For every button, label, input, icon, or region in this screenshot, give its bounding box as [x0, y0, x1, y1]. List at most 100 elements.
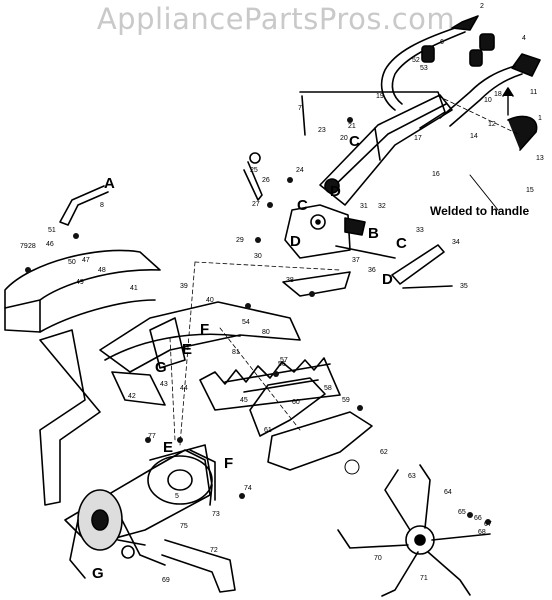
assembly-letter: A	[104, 175, 115, 192]
part-number-label: 49	[76, 279, 84, 286]
part-number-label: 63	[408, 473, 416, 480]
part-number-label: 51	[48, 227, 56, 234]
part-number-label: 38	[286, 277, 294, 284]
part-number-label: 17	[414, 135, 422, 142]
part-number-label: 41	[130, 285, 138, 292]
handlebar-assembly	[299, 15, 541, 151]
part-number-label: 60	[292, 399, 300, 406]
part-number-label: 48	[98, 267, 106, 274]
arrow-head	[502, 87, 514, 97]
assembly-letter: F	[224, 455, 233, 472]
tine-shield	[99, 301, 301, 406]
part-number-label: 12	[488, 121, 496, 128]
part-number-label: 66	[474, 515, 482, 522]
assembly-letter: D	[382, 271, 393, 288]
part-number-label: 11	[530, 89, 537, 96]
lever-rod	[59, 185, 109, 226]
part-number-label: 52	[412, 57, 420, 64]
part-number-label: 16	[432, 171, 440, 178]
part-number-label: 59	[342, 397, 350, 404]
part-number-label: 77	[148, 433, 156, 440]
part-number-label: 4	[522, 35, 526, 42]
assembly-letter: C	[396, 235, 407, 252]
part-number-label: 39	[180, 283, 188, 290]
part-number-label: 35	[460, 283, 468, 290]
part-number-label: 10	[484, 97, 492, 104]
part-number-label: 15	[526, 187, 534, 194]
washer-71	[344, 459, 360, 475]
assembly-letter: D	[330, 183, 341, 200]
part-number-label: 27	[252, 201, 260, 208]
part-number-label: 44	[180, 385, 188, 392]
part-number-label: 30	[254, 253, 262, 260]
depth-bar	[39, 329, 211, 546]
part-number-label: 34	[452, 239, 460, 246]
part-number-label: 31	[360, 203, 368, 210]
part-number-label: 1	[538, 115, 542, 122]
part-number-label: 43	[160, 381, 168, 388]
callout-leader	[469, 174, 499, 211]
part-number-label: 29	[236, 237, 244, 244]
part-number-label: 33	[416, 227, 424, 234]
part-number-label: 79	[20, 243, 28, 250]
part-number-label: 18	[494, 91, 502, 98]
part-number-label: 73	[212, 511, 220, 518]
assembly-letter: E	[182, 341, 192, 358]
part-number-label: 56	[278, 361, 286, 368]
part-number-label: 58	[324, 385, 332, 392]
transmission-housing	[147, 444, 216, 506]
part-number-label: 61	[264, 427, 272, 434]
small-fasteners	[25, 117, 491, 525]
part-number-label: 19	[376, 93, 384, 100]
part-number-label: 37	[352, 257, 360, 264]
part-number-label: 75	[180, 523, 188, 530]
part-number-label: 24	[296, 167, 304, 174]
assembly-letter: F	[200, 321, 209, 338]
assembly-letter: C	[297, 197, 308, 214]
part-numbers: 1245678101112131415161718192021232425262…	[20, 3, 544, 584]
part-number-label: 2	[480, 3, 484, 10]
hitch-rod	[161, 539, 236, 593]
part-number-label: 8	[100, 202, 104, 209]
tine-assembly-left	[69, 489, 166, 579]
part-number-label: 28	[28, 243, 36, 250]
assembly-letter: C	[349, 133, 360, 150]
part-number-label: 57	[280, 357, 288, 364]
assembly-letter: E	[163, 439, 173, 456]
part-number-label: 81	[232, 349, 240, 356]
part-number-label: 23	[318, 127, 326, 134]
part-number-label: 70	[374, 555, 382, 562]
part-number-label: 47	[82, 257, 90, 264]
part-number-label: 62	[380, 449, 388, 456]
part-number-label: 54	[242, 319, 250, 326]
part-number-label: 7	[298, 105, 302, 112]
fender	[4, 249, 161, 333]
part-number-label: 71	[420, 575, 428, 582]
part-number-label: 13	[536, 155, 544, 162]
assembly-letter: D	[290, 233, 301, 250]
tine-assembly-right	[337, 464, 491, 597]
part-number-label: 72	[210, 547, 218, 554]
center-tube	[319, 94, 453, 206]
assembly-letter: B	[368, 225, 379, 242]
part-number-label: 53	[420, 65, 428, 72]
assembly-letter: G	[155, 359, 167, 376]
leader-lines	[169, 95, 521, 446]
part-number-label: 42	[128, 393, 136, 400]
part-number-label: 36	[368, 267, 376, 274]
part-number-label: 6	[440, 39, 444, 46]
part-number-label: 74	[244, 485, 252, 492]
side-shield	[249, 377, 373, 471]
part-number-label: 80	[262, 329, 270, 336]
part-number-label: 40	[206, 297, 214, 304]
welded-to-handle-callout: Welded to handle	[430, 204, 530, 218]
part-number-label: 65	[458, 509, 466, 516]
part-number-label: 64	[444, 489, 452, 496]
part-number-label: 20	[340, 135, 348, 142]
part-number-label: 5	[175, 493, 179, 500]
part-number-label: 45	[240, 397, 248, 404]
part-number-label: 68	[478, 529, 486, 536]
